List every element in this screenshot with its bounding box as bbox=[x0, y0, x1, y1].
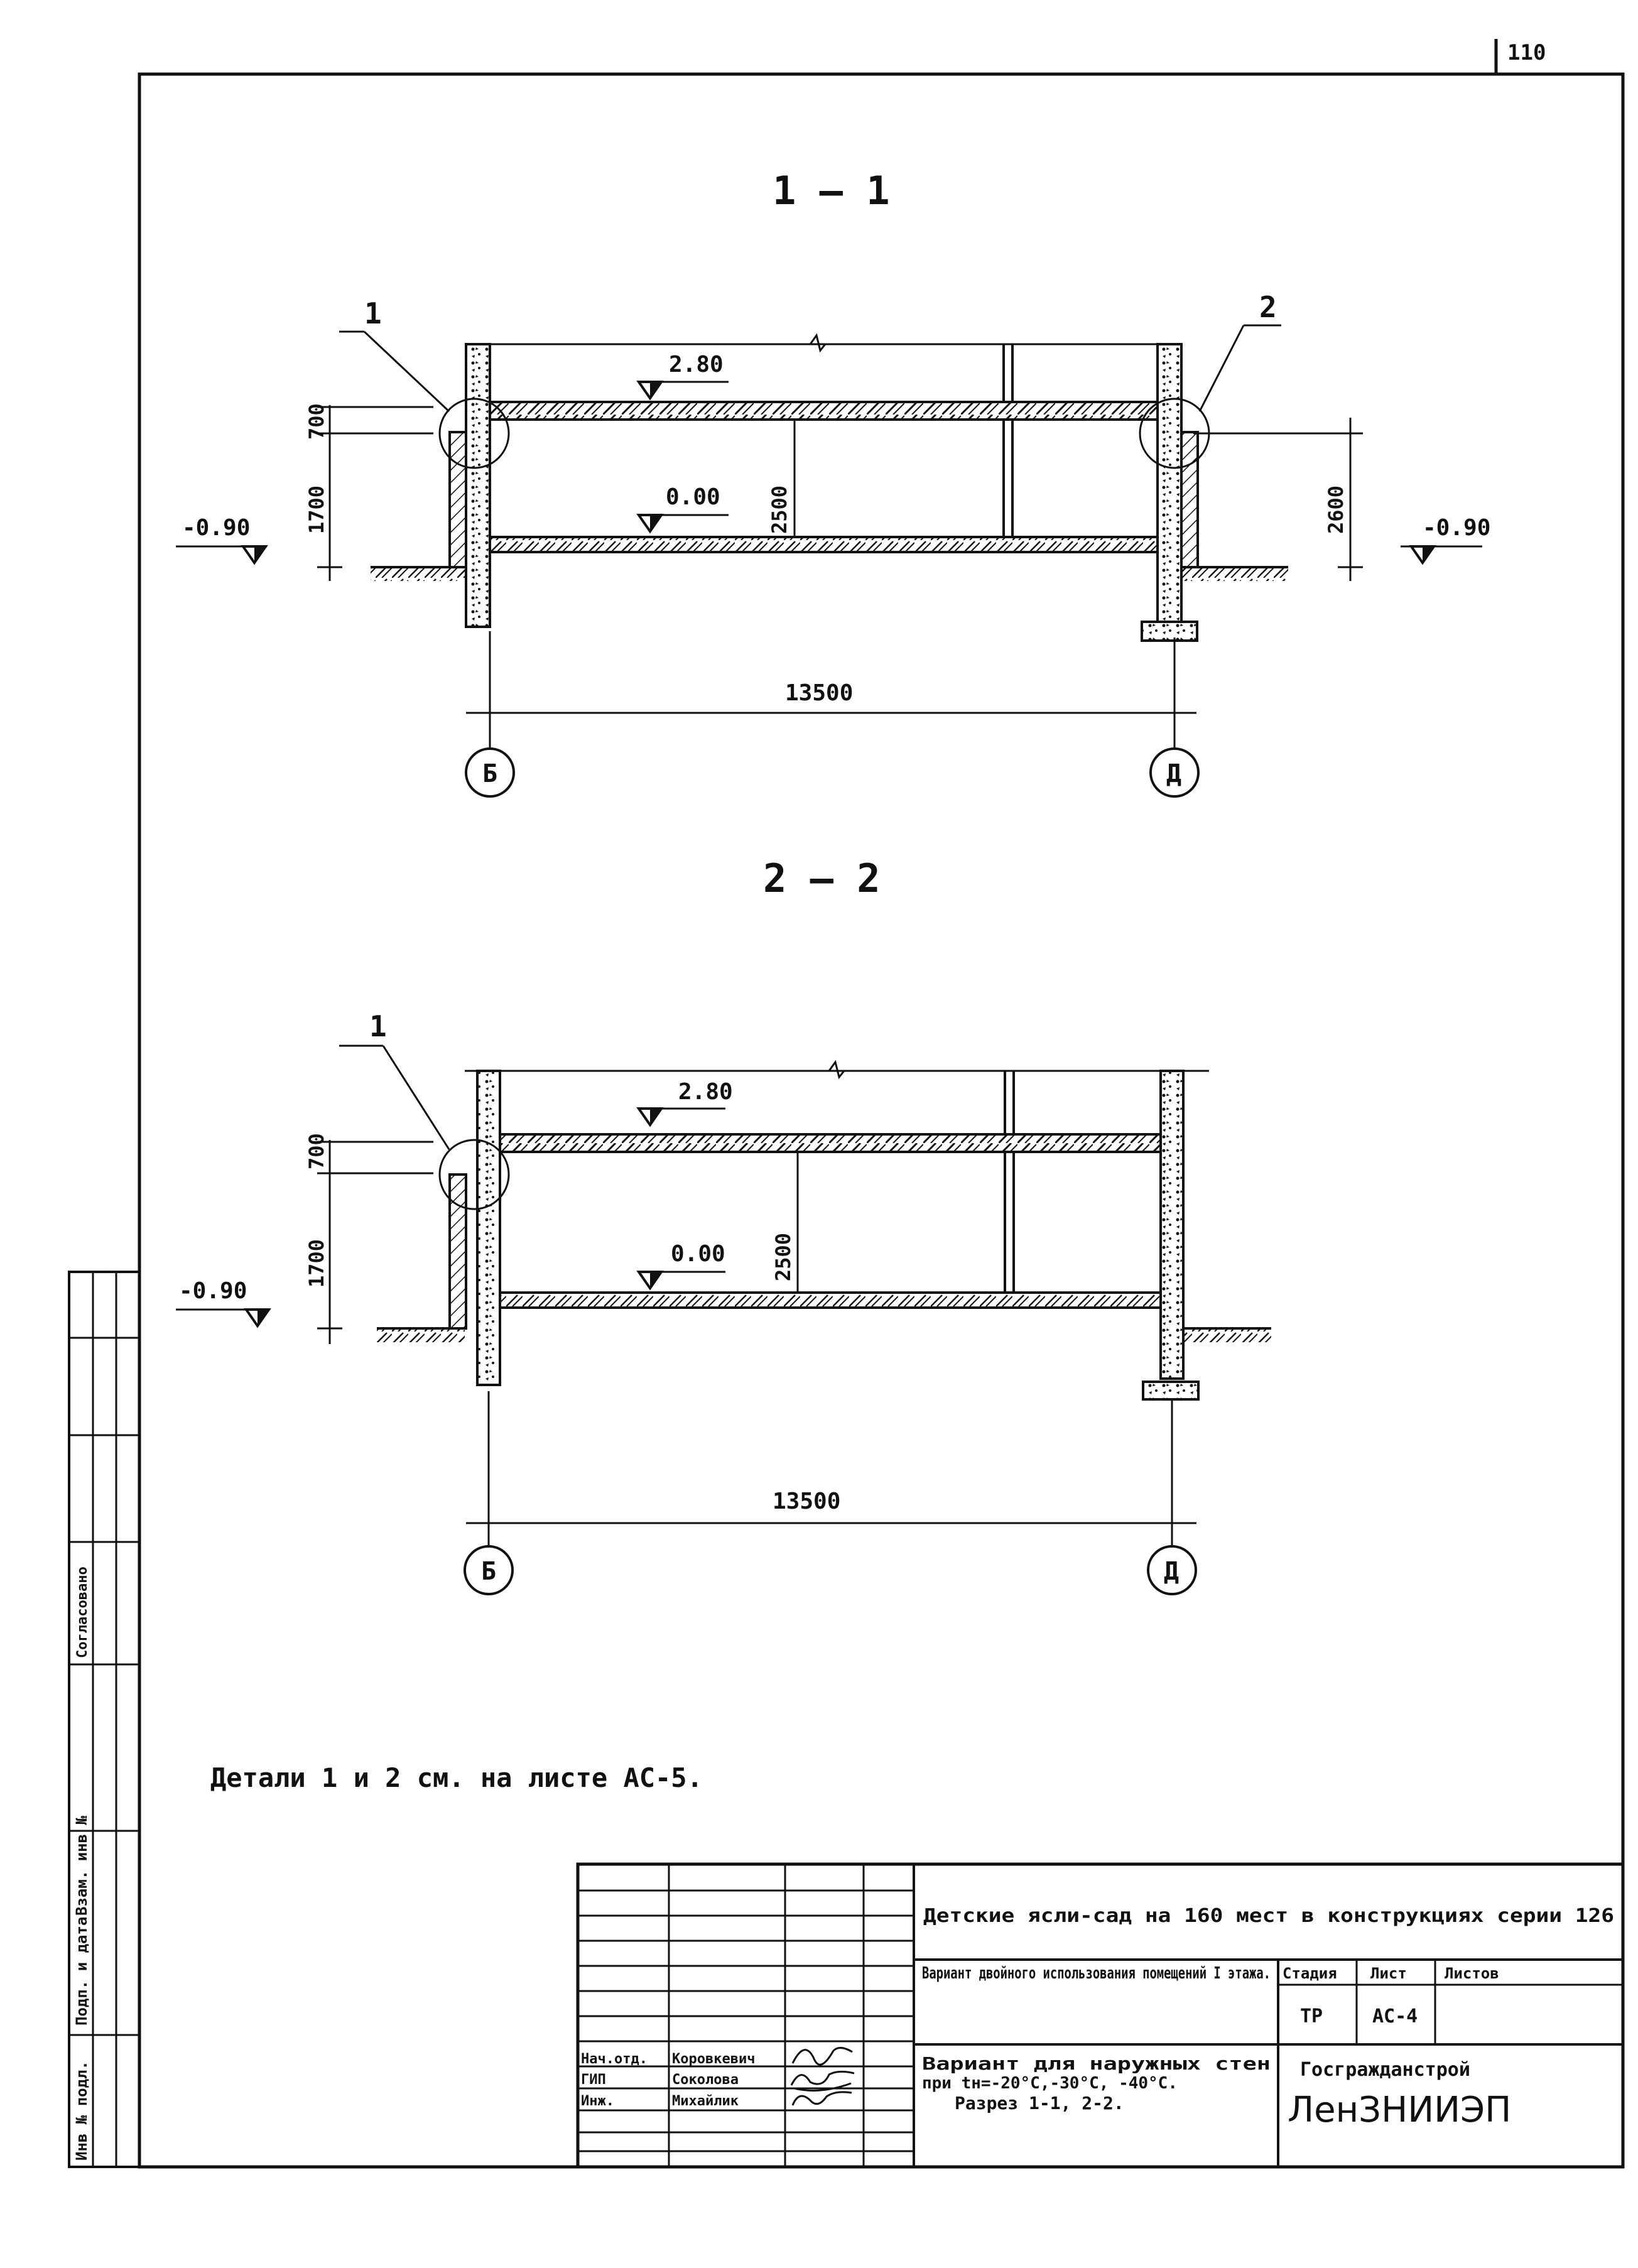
stamp-inv-replace: Взам. инв № bbox=[73, 1816, 90, 1916]
level-ground-right-1: -0.90 bbox=[1423, 515, 1490, 541]
sheet-value: АС-4 bbox=[1372, 2005, 1418, 2027]
upper-slab-2 bbox=[499, 1133, 1162, 1153]
header-sheet: Лист bbox=[1370, 1965, 1407, 1982]
section-1-1: 1 — 1 1 2 2.80 bbox=[176, 168, 1490, 798]
axis-b-2: Б bbox=[481, 1557, 496, 1586]
section-2-title: 2 — 2 bbox=[763, 855, 881, 901]
span-1: 13500 bbox=[785, 680, 853, 706]
signature-1 bbox=[791, 2047, 853, 2066]
header-sheets: Листов bbox=[1445, 1965, 1499, 1982]
stamp-sign-date: Подп. и дата bbox=[73, 1917, 90, 2026]
person-name: Михайлик bbox=[672, 2093, 739, 2109]
dim-1700-1: 1700 bbox=[305, 486, 328, 534]
stamp-extra: Согласовано bbox=[75, 1566, 90, 1658]
wall-left bbox=[465, 343, 491, 628]
project-title: Детские ясли-сад на 160 мест в конструкц… bbox=[923, 1905, 1614, 1927]
sheet-title-3: Разрез 1-1, 2-2. bbox=[955, 2093, 1124, 2113]
floor-slab-2 bbox=[499, 1291, 1162, 1309]
person-name: Коровкевич bbox=[672, 2051, 755, 2067]
org-line-2: ЛенЗНИИЭП bbox=[1288, 2090, 1511, 2130]
upper-slab bbox=[489, 401, 1159, 421]
stamp-inv-orig: Инв № подл. bbox=[73, 2061, 90, 2161]
section-2-2: 2 — 2 1 2.80 0.00 -0.90 700 1700 bbox=[176, 855, 1271, 1595]
section-1-title: 1 — 1 bbox=[773, 168, 890, 214]
axis-d-1: Д bbox=[1166, 759, 1181, 788]
dim-2600-1: 2600 bbox=[1324, 486, 1348, 534]
dim-700-1: 700 bbox=[305, 403, 328, 440]
header-stage: Стадия bbox=[1283, 1965, 1337, 1982]
callout-1-label: 1 bbox=[364, 296, 382, 330]
page-number: 110 bbox=[1507, 40, 1546, 65]
callout-1-label-2: 1 bbox=[369, 1009, 387, 1043]
level-ground-left-2: -0.90 bbox=[179, 1278, 247, 1304]
dim-700-2: 700 bbox=[305, 1133, 328, 1169]
level-floor-2: 0.00 bbox=[671, 1241, 725, 1267]
wall-right-2 bbox=[1159, 1070, 1185, 1380]
person-role: Нач.отд. bbox=[581, 2051, 648, 2067]
signature-2 bbox=[790, 2070, 855, 2092]
person-name: Соколова bbox=[672, 2072, 739, 2088]
stage-value: ТР bbox=[1300, 2005, 1323, 2027]
floor-slab bbox=[489, 536, 1159, 553]
people-list: Нач.отд. Коровкевич ГИП Соколова Инж. Ми… bbox=[581, 2047, 855, 2109]
level-ground-left-1: -0.90 bbox=[182, 515, 250, 541]
axis-d-2: Д bbox=[1164, 1557, 1179, 1586]
sheet-title-2: при tн=-20°С,-30°С, -40°С. bbox=[922, 2074, 1178, 2093]
org-line-1: Госгражданстрой bbox=[1300, 2059, 1470, 2081]
dim-2500-2: 2500 bbox=[771, 1233, 795, 1281]
detail-note: Детали 1 и 2 см. на листе АС-5. bbox=[210, 1762, 703, 1793]
dim-2500-1: 2500 bbox=[767, 486, 791, 534]
person-role: Инж. bbox=[581, 2093, 614, 2109]
dim-1700-2: 1700 bbox=[305, 1239, 328, 1288]
span-2: 13500 bbox=[773, 1489, 840, 1514]
side-stamp: Согласовано Взам. инв № Подп. и дата Инв… bbox=[68, 1271, 141, 2168]
title-block: Детские ясли-сад на 160 мест в конструкц… bbox=[576, 1862, 1625, 2169]
axis-b-1: Б bbox=[482, 759, 497, 788]
wall-right bbox=[1156, 343, 1183, 625]
level-top-2: 2.80 bbox=[678, 1079, 733, 1105]
level-floor-1: 0.00 bbox=[666, 484, 720, 510]
sheet-frame: 110 bbox=[138, 39, 1625, 2169]
variant-title: Вариант двойного использования помещений… bbox=[922, 1964, 1271, 1983]
level-top-1: 2.80 bbox=[669, 352, 724, 377]
callout-2-label: 2 bbox=[1259, 290, 1277, 324]
person-role: ГИП bbox=[581, 2072, 606, 2088]
signature-3 bbox=[791, 2091, 852, 2106]
sheet-title-1: Вариант для наружных стен bbox=[922, 2053, 1271, 2074]
wall-left-2 bbox=[476, 1070, 501, 1386]
